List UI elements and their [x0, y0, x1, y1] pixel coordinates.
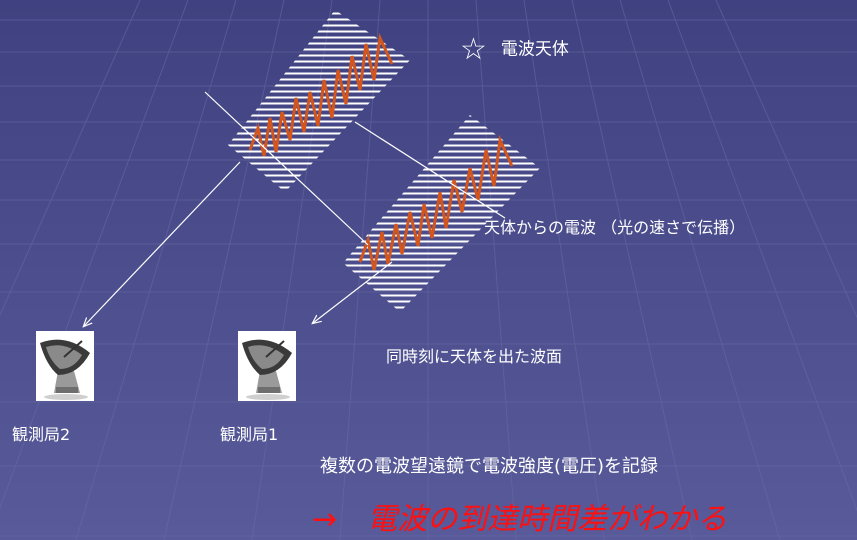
radio-telescope-icon: [238, 331, 296, 401]
propagation-line-center: [354, 121, 506, 219]
radio-source-label: ☆ 電波天体: [460, 32, 569, 67]
station1-label: 観測局1: [220, 425, 279, 444]
arrow-to-station1: [313, 261, 393, 323]
radio-source-text: 電波天体: [500, 39, 569, 60]
conclusion-text: → 電波の到達時間差がわかる: [312, 502, 728, 537]
radio-wave-label: 天体からの電波 （光の速さで伝播）: [484, 218, 746, 237]
radio-telescope-icon: [36, 331, 94, 401]
recording-note: 複数の電波望遠鏡で電波強度(電圧)を記録: [320, 456, 659, 477]
wavefront-label: 同時刻に天体を出た波面: [386, 347, 563, 366]
wavefront-band-lower: [343, 115, 540, 312]
propagation-line-diagonal: [204, 91, 369, 246]
star-icon: ☆: [460, 32, 487, 67]
arrow-to-station2: [84, 161, 241, 326]
station2-label: 観測局2: [12, 425, 71, 444]
wavefront-band-upper: [228, 10, 410, 192]
